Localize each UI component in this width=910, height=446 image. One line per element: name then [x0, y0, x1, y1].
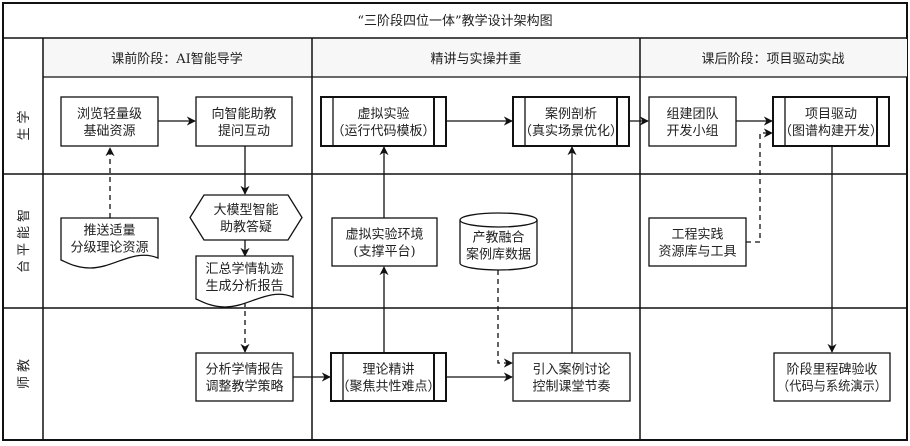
node-label-line: 向智能助教 — [211, 106, 276, 122]
node-label-line: (支撑平台) — [353, 244, 415, 259]
node-project: 项目驱动（图谱构建开发） — [772, 96, 890, 147]
document-shape — [60, 217, 159, 269]
process-box — [331, 217, 438, 267]
database-cylinder — [459, 212, 538, 271]
swimlane-grid — [2, 2, 908, 441]
process-box — [60, 96, 159, 147]
node-label-line: 开发小组 — [666, 123, 718, 139]
node-label-line: 浏览轻量级 — [77, 106, 142, 122]
node-label-line: 案例库数据 — [466, 246, 531, 262]
hexagon-shape — [189, 194, 303, 241]
phase-header-pre-class: 课前阶段：AI智能导学 — [111, 51, 243, 67]
node-label-line: （运行代码模板） — [331, 124, 435, 139]
node-label-line: 分析学情报告 — [205, 361, 283, 377]
process-box — [648, 96, 737, 147]
node-label-line: 提问互动 — [218, 123, 270, 139]
process-box — [512, 352, 631, 402]
lane-label-student: 学生 — [16, 110, 32, 140]
node-label-line: 基础资源 — [83, 124, 135, 139]
edge-eng-lib-to-project — [746, 128, 773, 243]
node-label-line: 资源库与工具 — [658, 243, 736, 259]
process-box — [195, 96, 293, 147]
node-label-line: 项目驱动 — [805, 107, 857, 122]
lane-label-char: 台 — [17, 260, 32, 273]
phase-header-in-class: 精讲与实操并重 — [430, 51, 521, 67]
node-label-line: 工程实践 — [671, 227, 723, 242]
node-label-line: 汇总学情轨迹 — [205, 261, 283, 277]
process-box — [648, 217, 747, 267]
node-label-line: 理论精讲 — [362, 362, 414, 377]
node-label-line: 产教融合 — [472, 229, 524, 245]
node-case-analysis: 案例剖析 （真实场景优化） — [512, 96, 630, 147]
node-label-line: 引入案例讨论 — [532, 362, 610, 377]
predefined-process-box — [512, 96, 630, 147]
node-label-line: 推送适量 — [83, 223, 135, 238]
lane-label-char: 师 — [17, 376, 32, 389]
outer-frame — [2, 2, 908, 441]
database-cylinder-rim — [459, 219, 538, 228]
node-label-line: 分级理论资源 — [70, 240, 148, 255]
node-label-line: 阶段里程碑验收 — [786, 361, 877, 377]
edge-case-db-to-discussion — [497, 270, 513, 368]
node-label-line: 调整教学策略 — [205, 378, 283, 394]
predefined-process-box — [330, 352, 447, 402]
node-label-line: （真实场景优化） — [519, 124, 623, 139]
node-label-line: 控制课堂节奏 — [532, 379, 610, 394]
node-label-line: 虚拟实验环境 — [345, 226, 423, 242]
node-label-line: 助教答疑 — [220, 219, 272, 235]
node-label-line: 组建团队 — [666, 107, 718, 122]
process-box — [773, 352, 891, 402]
node-label-line: 虚拟实验 — [357, 106, 409, 122]
lane-label-char: 教 — [16, 359, 32, 372]
lane-label-char: 能 — [17, 226, 32, 239]
node-label-line: 大模型智能 — [213, 203, 278, 218]
node-label-line: 生成分析报告 — [205, 279, 283, 294]
node-label-line: （图谱构建开发） — [779, 123, 883, 139]
node-label-line: 案例剖析 — [545, 107, 597, 122]
document-shape — [195, 255, 294, 308]
node-label-line: （聚焦共性难点） — [336, 379, 440, 394]
phase-header-post-class: 课后阶段：项目驱动实战 — [701, 52, 844, 67]
predefined-process-box — [772, 96, 890, 147]
node-milestone: 阶段里程碑验收（代码与系统演示） — [773, 352, 891, 402]
predefined-process-box — [320, 96, 447, 147]
lane-label-char: 智 — [17, 209, 32, 222]
process-box — [195, 352, 294, 402]
lane-label-char: 生 — [17, 127, 32, 140]
node-vlab-env: 虚拟实验环境 (支撑平台) — [331, 217, 438, 267]
lane-label-char: 平 — [17, 243, 32, 256]
diagram-title: “三阶段四位一体”教学设计架构图 — [357, 13, 552, 29]
lane-label-char: 学 — [16, 110, 32, 123]
node-label-line: （代码与系统演示） — [777, 378, 887, 394]
node-virtual-exp: 虚拟实验 （运行代码模板） — [320, 96, 447, 147]
node-lecture: 理论精讲 （聚焦共性难点） — [330, 352, 447, 402]
phase-header-row — [43, 39, 907, 77]
lane-label-teacher: 教师 — [16, 359, 32, 389]
